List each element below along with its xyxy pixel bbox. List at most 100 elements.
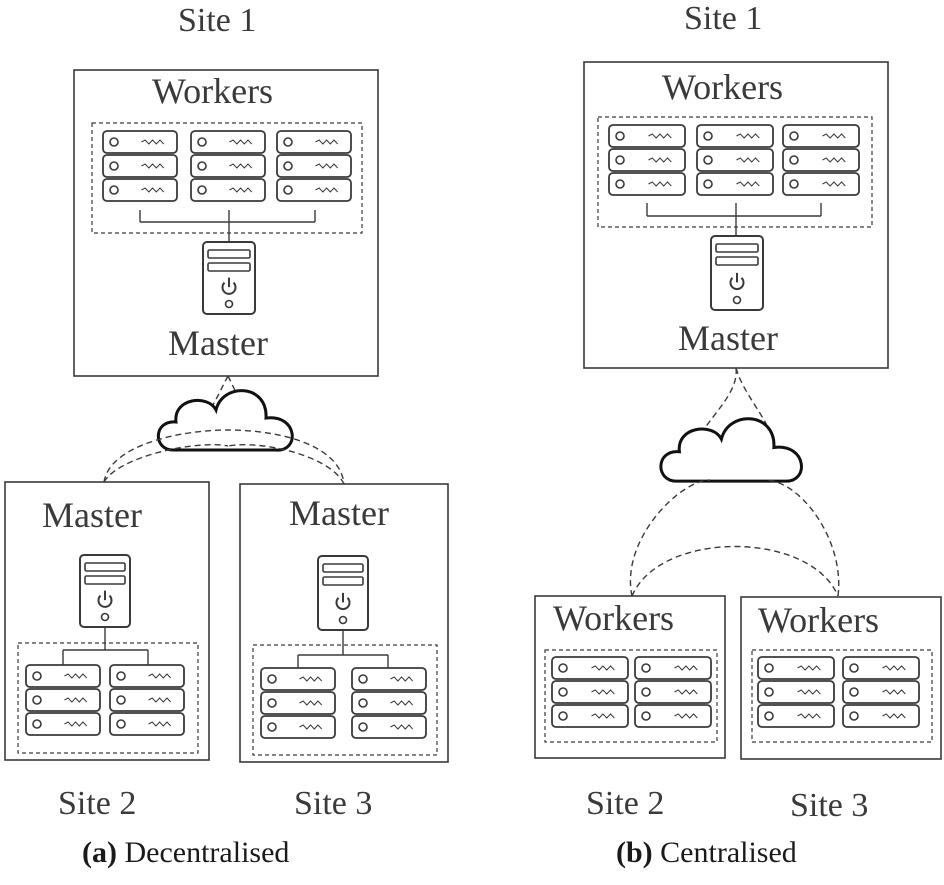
a-caption-text: Decentralised [124,836,290,869]
server-unit [25,664,101,688]
server-squiggle [797,713,821,719]
power-icon [729,277,745,290]
drive-bay [715,256,759,266]
server-led [116,671,126,681]
server-led [615,155,625,165]
drive-bay [322,563,364,573]
b-site1-worker-stack-3 [782,124,860,196]
server-squiggle [299,724,323,730]
a-site1-box [73,69,379,377]
server-unit [276,130,352,154]
server-unit [757,704,835,728]
b-site1-label: Site 1 [684,0,763,37]
server-led [789,155,799,165]
server-led [764,711,774,721]
a-site3-worker-stack-2 [351,667,427,739]
b-site1-master-server [710,235,764,311]
server-squiggle [591,665,615,671]
tower-led [224,299,234,309]
server-led [109,161,119,171]
server-squiggle [64,721,88,727]
server-led [116,719,126,729]
drive-bay [84,575,126,585]
server-squiggle [299,676,323,682]
server-squiggle [882,665,906,671]
cloud-icon [659,417,803,483]
b-site1-worker-stack-2 [696,124,774,196]
server-squiggle [674,713,698,719]
server-unit [634,704,712,728]
a-wan-link [227,444,345,485]
server-unit [634,680,712,704]
b-site2-workers-label: Workers [553,598,675,638]
server-led [358,698,368,708]
a-site1-master-label: Master [168,323,268,363]
server-led [789,179,799,189]
server-led [283,161,293,171]
server-led [615,131,625,141]
a-site3-master-server [317,555,369,631]
b-site2-worker-stack-1 [551,656,629,728]
server-unit [608,172,686,196]
server-led [267,674,277,684]
b-site3-worker-stack-1 [757,656,835,728]
server-led [641,711,651,721]
server-led [641,687,651,697]
drive-bay [84,562,126,572]
server-squiggle [822,133,846,139]
server-unit [109,712,185,736]
server-squiggle [736,181,760,187]
a-site2-master-server [79,554,131,628]
a-caption: (a) Decentralised [82,836,289,870]
server-unit [842,704,920,728]
a-cloud [156,389,294,452]
a-site1-workers-label: Workers [152,71,274,111]
a-site3-worker-stack-1 [260,667,336,739]
b-site3-label: Site 3 [790,787,869,824]
drive-bay [322,576,364,586]
server-led [849,663,859,673]
b-site1-workers-label: Workers [662,67,784,107]
server-unit [608,148,686,172]
server-unit [260,667,336,691]
drive-bay [715,243,759,253]
a-site2-box [4,481,210,761]
server-unit [25,712,101,736]
server-led [703,179,713,189]
server-squiggle [315,139,339,145]
server-unit [351,715,427,739]
a-wan-link [103,429,345,485]
server-squiggle [648,181,672,187]
b-site1-master-label: Master [678,318,778,358]
a-caption-letter: (a) [82,836,117,869]
server-squiggle [822,157,846,163]
server-led [849,711,859,721]
b-site2-box [534,595,726,759]
server-squiggle [882,689,906,695]
server-unit [551,656,629,680]
a-site2-label: Site 2 [58,785,137,822]
server-squiggle [315,163,339,169]
server-led [703,131,713,141]
server-led [764,687,774,697]
a-site2-worker-stack-1 [25,664,101,736]
server-squiggle [591,689,615,695]
server-led [789,131,799,141]
server-unit [782,148,860,172]
server-unit [696,124,774,148]
server-unit [276,178,352,202]
b-caption-text: Centralised [660,836,797,869]
server-squiggle [229,139,253,145]
a-site1-label: Site 1 [178,2,257,39]
server-squiggle [674,665,698,671]
server-unit [757,656,835,680]
b-caption: (b) Centralised [616,836,797,870]
tower-led [732,295,742,305]
server-led [641,663,651,673]
server-led [703,155,713,165]
b-wan-link [631,545,839,597]
server-unit [190,154,266,178]
server-led [558,711,568,721]
server-led [197,185,207,195]
tower-led [338,615,348,625]
